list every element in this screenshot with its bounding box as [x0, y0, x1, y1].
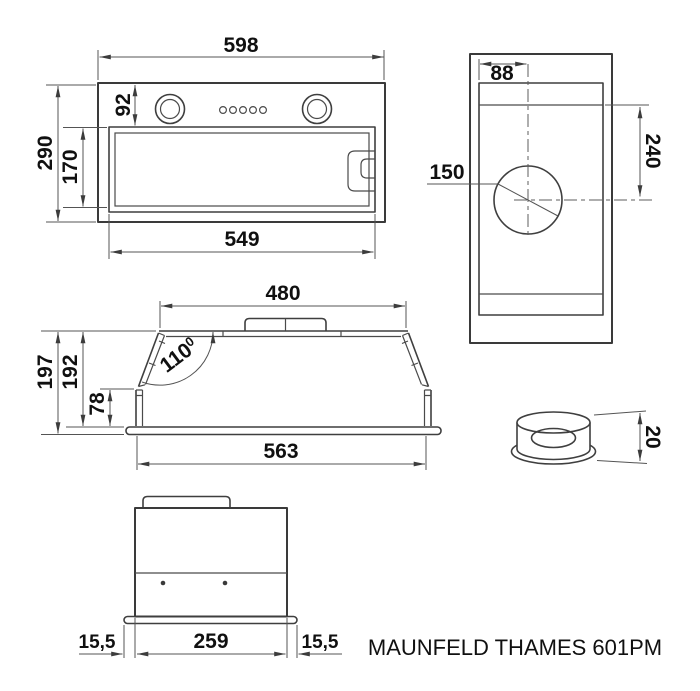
top-width-extension-lines: [159, 301, 407, 328]
panel-width-extension-lines: [108, 214, 376, 259]
side-view: 480 1100 197 192 78 563: [34, 282, 442, 470]
right-knob-outer: [301, 93, 333, 125]
left-slant-inner: [138, 332, 166, 388]
side-top-inner-line: [166, 331, 401, 338]
top-view: 88 240 150: [427, 53, 664, 344]
top-view-inner: [478, 82, 604, 316]
panel-height-extension-lines: [63, 127, 107, 208]
top-view-band-lines: [479, 104, 603, 295]
button-hole-4: [249, 105, 258, 114]
left-slant-outer: [137, 332, 160, 387]
end-duct-stub: [142, 495, 231, 508]
dim-563: 563: [263, 440, 298, 463]
front-view: 598 92 290 170 549: [34, 34, 386, 259]
height-extension-lines: [46, 84, 96, 223]
end-mounting-flange: [123, 615, 298, 625]
angle-arc: [141, 331, 216, 386]
right-lower-inner: [423, 389, 431, 426]
button-hole-1: [219, 105, 228, 114]
dim-92: 92: [112, 93, 135, 116]
dim-20: 20: [641, 425, 664, 448]
dim-240: 240: [641, 133, 664, 168]
left-knob-inner: [159, 98, 181, 120]
flange-top-ellipse: [516, 411, 591, 434]
dim-197: 197: [34, 354, 57, 389]
dim-549: 549: [224, 228, 259, 251]
button-hole-5: [259, 105, 268, 114]
right-slant-inner: [401, 332, 429, 388]
bottom-width-extension-lines: [136, 436, 427, 470]
end-body-outline: [134, 507, 288, 618]
duct-leader-line: [427, 183, 559, 217]
width-extension-lines: [97, 50, 385, 80]
model-caption: MAUNFELD THAMES 601PM: [368, 635, 662, 660]
flange-height-extension-lines: [593, 410, 648, 464]
panel-handle-inner: [360, 158, 375, 179]
screw-hole-right: [222, 580, 228, 586]
dim-88: 88: [490, 62, 514, 85]
dim-290: 290: [34, 135, 57, 170]
left-height-extension-lines: [41, 330, 156, 435]
mounting-flange: [125, 426, 442, 436]
screw-hole-left: [160, 580, 166, 586]
dim-192: 192: [59, 354, 82, 389]
filter-panel-inner: [114, 132, 370, 207]
end-view: 259 15,5 15,5: [79, 495, 342, 658]
end-extension-lines: [123, 618, 298, 658]
dim-480: 480: [265, 282, 300, 305]
dim-78: 78: [86, 392, 109, 416]
dim-598: 598: [223, 34, 258, 57]
dim-170: 170: [59, 149, 82, 184]
left-lower-inner: [136, 389, 144, 426]
dim-150: 150: [429, 161, 464, 184]
button-hole-3: [239, 105, 248, 114]
left-knob-outer: [154, 93, 186, 125]
dim-15-5-right: 15,5: [302, 632, 339, 653]
right-knob-inner: [306, 98, 328, 120]
dim-15-5-left: 15,5: [79, 632, 116, 653]
dim-259: 259: [193, 630, 228, 653]
duct-flange-view: 20: [510, 410, 664, 465]
button-hole-2: [229, 105, 238, 114]
flange-hole-ellipse: [530, 427, 577, 449]
housing-outline: [97, 82, 386, 223]
filter-panel-outer: [108, 126, 376, 213]
right-slant-outer: [407, 332, 430, 387]
panel-handle-outer: [347, 150, 375, 192]
top-view-outline: [469, 53, 613, 344]
